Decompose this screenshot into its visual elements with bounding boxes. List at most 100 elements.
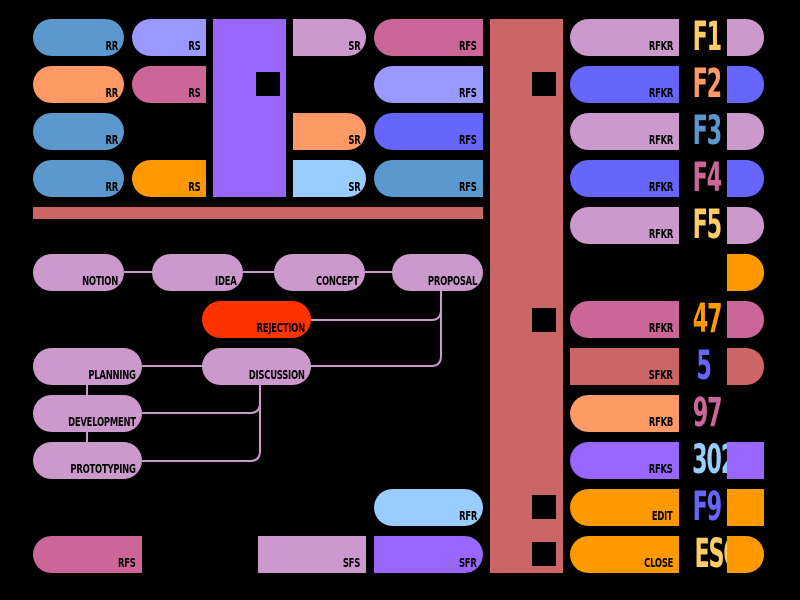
proposal-node[interactable]: PROPOSAL (392, 254, 483, 291)
fkey-f1-cap[interactable] (727, 19, 764, 56)
fkey-47-cap[interactable] (727, 301, 764, 338)
rr-button-4-label: RR (105, 180, 118, 194)
rr-button-1-label: RR (105, 39, 118, 53)
proposal-node-label: PROPOSAL (427, 274, 477, 288)
rfkr-button-f3[interactable]: RFKR (570, 113, 679, 150)
fkey-47: 47 (692, 296, 723, 342)
fkey-esc: ESC (694, 531, 739, 577)
rfs-button-4[interactable]: RFS (374, 160, 483, 197)
center-vertical-bar (490, 19, 563, 573)
notion-node-label: NOTION (82, 274, 118, 288)
fkey-f3: F3 (692, 108, 723, 154)
close-button[interactable]: CLOSE (570, 536, 679, 573)
rejection-node-label: REJECTION (256, 321, 306, 335)
planning-node[interactable]: PLANNING (33, 348, 142, 385)
rfkr-button-f4[interactable]: RFKR (570, 160, 679, 197)
fkey-f3-cap[interactable] (727, 113, 764, 150)
rs-button-1-label: RS (187, 39, 200, 53)
sr-button-3-label: SR (347, 180, 360, 194)
violet-block-indicator (256, 72, 280, 96)
center-bar-indicator-2 (532, 308, 556, 332)
rfs-button-4-label: RFS (459, 180, 477, 194)
fkey-f5-cap[interactable] (727, 207, 764, 244)
rs-button-2-label: RS (187, 86, 200, 100)
rfkr-button-f3-label: RFKR (648, 133, 674, 147)
discussion-node[interactable]: DISCUSSION (202, 348, 311, 385)
rfkr-button-f1-label: RFKR (648, 39, 674, 53)
fkey-f2-cap[interactable] (727, 66, 764, 103)
rfs-bottom-button[interactable]: RFS (33, 536, 142, 573)
sfr-button-label: SFR (459, 556, 477, 570)
sr-button-3[interactable]: SR (293, 160, 366, 197)
fkey-5-cap[interactable] (727, 348, 764, 385)
discussion-node-label: DISCUSSION (249, 368, 305, 382)
fkey-f4: F4 (692, 155, 723, 201)
rfr-button-label: RFR (458, 509, 477, 523)
rr-button-1[interactable]: RR (33, 19, 124, 56)
edit-button-label: EDIT (652, 509, 673, 523)
fkey-f5: F5 (692, 202, 723, 248)
rfkr-button-f2-label: RFKR (648, 86, 674, 100)
rfs-bottom-button-label: RFS (118, 556, 136, 570)
rr-button-4[interactable]: RR (33, 160, 124, 197)
rr-button-2-label: RR (105, 86, 118, 100)
fkey-302-cap[interactable] (727, 442, 764, 479)
fkey-esc-cap[interactable] (727, 536, 764, 573)
fkey-f1: F1 (692, 14, 723, 60)
rfkr-button-f4-label: RFKR (648, 180, 674, 194)
rs-button-3[interactable]: RS (132, 160, 206, 197)
rejection-node[interactable]: REJECTION (202, 301, 311, 338)
center-bar-indicator-3 (532, 495, 556, 519)
idea-node-label: IDEA (215, 274, 238, 288)
rfs-button-1-label: RFS (459, 39, 477, 53)
rfkr-button-f5[interactable]: RFKR (570, 207, 679, 244)
close-button-label: CLOSE (643, 556, 673, 570)
fkey-97: 97 (692, 390, 723, 436)
sr-button-1-label: SR (347, 39, 360, 53)
center-bar-indicator-1 (532, 72, 556, 96)
sr-button-2[interactable]: SR (293, 113, 366, 150)
rs-button-1[interactable]: RS (132, 19, 206, 56)
prototyping-node[interactable]: PROTOTYPING (33, 442, 142, 479)
edit-button[interactable]: EDIT (570, 489, 679, 526)
sfkr-button-5[interactable]: SFKR (570, 348, 679, 385)
rfkb-button-97-label: RFKB (648, 415, 673, 429)
fkey-5: 5 (696, 343, 713, 389)
rfkr-button-f2[interactable]: RFKR (570, 66, 679, 103)
rfkr-button-f1[interactable]: RFKR (570, 19, 679, 56)
development-node[interactable]: DEVELOPMENT (33, 395, 142, 432)
development-node-label: DEVELOPMENT (68, 415, 136, 429)
prototyping-node-label: PROTOTYPING (70, 462, 136, 476)
rfkb-button-97[interactable]: RFKB (570, 395, 679, 432)
fkey-f4-cap[interactable] (727, 160, 764, 197)
concept-node-label: CONCEPT (316, 274, 359, 288)
rs-button-2[interactable]: RS (132, 66, 206, 103)
idea-node[interactable]: IDEA (152, 254, 243, 291)
rfs-button-3[interactable]: RFS (374, 113, 483, 150)
rfs-button-2[interactable]: RFS (374, 66, 483, 103)
rr-button-2[interactable]: RR (33, 66, 124, 103)
sfs-button[interactable]: SFS (258, 536, 366, 573)
fkey-f2: F2 (692, 61, 723, 107)
notion-node[interactable]: NOTION (33, 254, 124, 291)
sfr-button[interactable]: SFR (374, 536, 483, 573)
rfs-button-1[interactable]: RFS (374, 19, 483, 56)
blank-cap[interactable] (727, 254, 764, 291)
sfs-button-label: SFS (342, 556, 360, 570)
planning-node-label: PLANNING (88, 368, 137, 382)
fkey-f9-cap[interactable] (727, 489, 764, 526)
rfks-button-302[interactable]: RFKS (570, 442, 679, 479)
rfs-button-2-label: RFS (459, 86, 477, 100)
sr-button-1[interactable]: SR (293, 19, 366, 56)
center-bar-indicator-4 (532, 542, 556, 566)
rfr-button[interactable]: RFR (374, 489, 483, 526)
sr-button-2-label: SR (347, 133, 360, 147)
rfkr-button-47[interactable]: RFKR (570, 301, 679, 338)
concept-node[interactable]: CONCEPT (274, 254, 365, 291)
rfks-button-302-label: RFKS (649, 462, 673, 476)
violet-block (213, 19, 286, 197)
rr-button-3[interactable]: RR (33, 113, 124, 150)
sfkr-button-5-label: SFKR (649, 368, 673, 382)
rr-button-3-label: RR (105, 133, 118, 147)
